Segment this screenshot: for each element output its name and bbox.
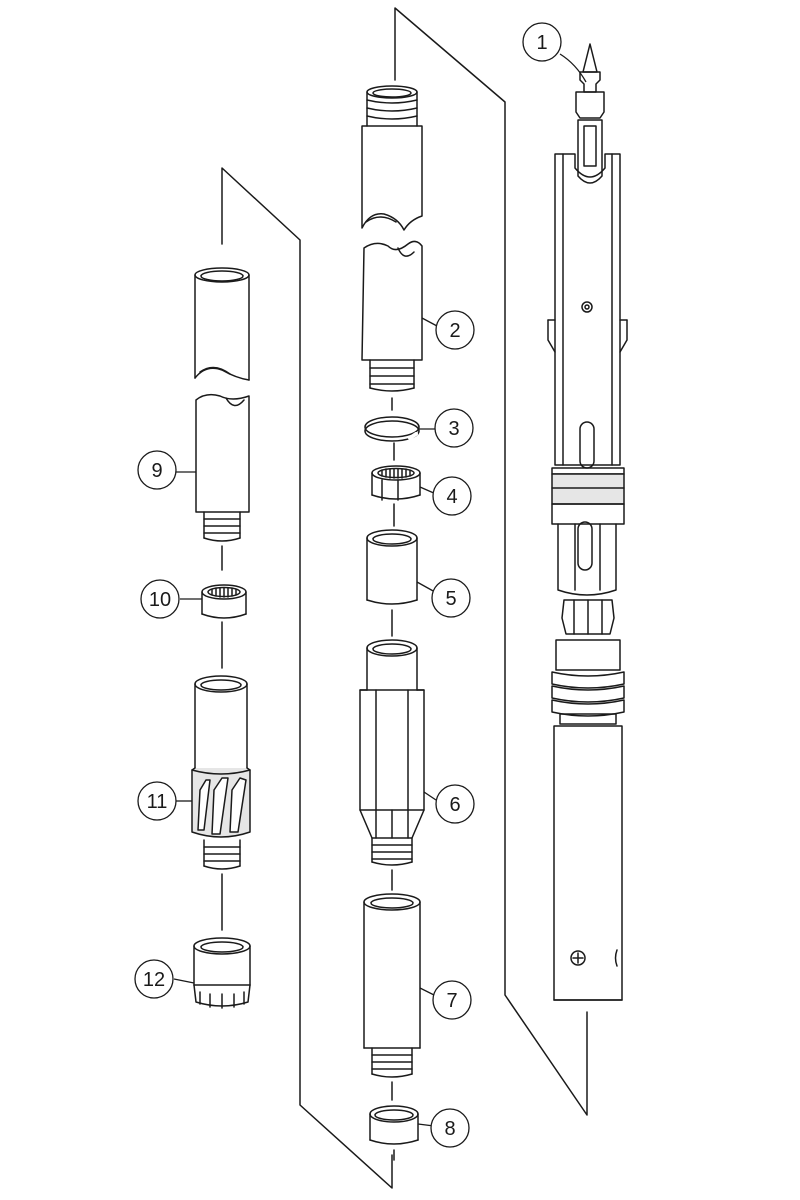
- callout-12: 12: [134, 959, 174, 999]
- inner-tube-body: [553, 725, 623, 1001]
- callout-label: 11: [147, 791, 168, 813]
- callout-label: 7: [446, 990, 457, 1012]
- callout-label: 5: [445, 588, 456, 610]
- callout-circle: [432, 980, 472, 1020]
- callout-label: 8: [444, 1118, 455, 1140]
- part-2-threaded-tube: [361, 85, 423, 392]
- callout-8: 8: [430, 1108, 470, 1148]
- callout-circle: [522, 22, 562, 62]
- assembly-line-middle: [394, 7, 588, 1116]
- callout-label: 3: [448, 418, 459, 440]
- callout-circle: [435, 310, 475, 350]
- part-7-tube: [363, 893, 421, 1078]
- callout-10: 10: [140, 579, 180, 619]
- callout-circle: [435, 784, 475, 824]
- callout-circle: [134, 959, 174, 999]
- callout-3: 3: [434, 408, 474, 448]
- callout-1: 1: [522, 22, 562, 62]
- callout-leader-12: [173, 978, 195, 984]
- part-5-sleeve: [366, 529, 418, 605]
- callout-leader-6: [423, 791, 437, 801]
- callout-11: 11: [137, 781, 177, 821]
- part-8-ring: [369, 1105, 419, 1145]
- callout-circle: [140, 579, 180, 619]
- callout-label: 1: [536, 32, 547, 54]
- spindle-nut-assembly: [551, 599, 625, 725]
- callout-label: 6: [449, 794, 460, 816]
- part-6-reamer-housing: [359, 639, 425, 866]
- callout-6: 6: [435, 784, 475, 824]
- callout-7: 7: [432, 980, 472, 1020]
- callout-label: 9: [151, 460, 162, 482]
- part-9-tube: [194, 267, 250, 542]
- callout-circle: [431, 578, 471, 618]
- callout-circle: [137, 781, 177, 821]
- callout-label: 4: [446, 486, 457, 508]
- part-11-reaming-shell: [191, 675, 251, 870]
- part-3-split-ring: [364, 416, 420, 442]
- part-10-bearing: [201, 584, 247, 619]
- callout-leader-2: [421, 317, 438, 327]
- head-latch-body: [551, 467, 625, 596]
- callout-circle: [137, 450, 177, 490]
- callout-leader-5: [416, 581, 436, 593]
- center-connector-lines: [391, 397, 395, 1161]
- callout-circle: [432, 476, 472, 516]
- part-12-core-bit: [193, 937, 251, 1009]
- callout-5: 5: [431, 578, 471, 618]
- callout-2: 2: [435, 310, 475, 350]
- assembly-line-left: [221, 167, 393, 1189]
- callout-4: 4: [432, 476, 472, 516]
- part-1-spearhead: [575, 43, 605, 184]
- callout-label: 10: [149, 589, 171, 611]
- callout-label: 2: [449, 320, 460, 342]
- callout-circle: [434, 408, 474, 448]
- callout-leader-1: [559, 53, 587, 83]
- callout-9: 9: [137, 450, 177, 490]
- callout-label: 12: [143, 969, 165, 991]
- part-4-bearing: [371, 465, 421, 501]
- callout-circle: [430, 1108, 470, 1148]
- inner-tube-head-assembly: [547, 153, 628, 469]
